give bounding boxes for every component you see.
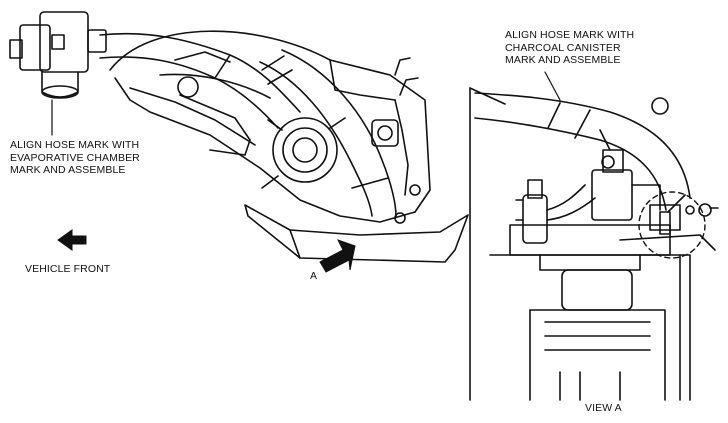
vehicle-front-label: VEHICLE FRONT [25, 263, 111, 275]
left-view-drawing [9, 11, 469, 263]
left-callout-line-3: MARK AND ASSEMBLE [10, 164, 126, 176]
right-callout-line-3: MARK AND ASSEMBLE [505, 54, 621, 66]
charcoal-canister-hose [474, 92, 691, 213]
view-arrow-label: A [310, 270, 318, 282]
right-view-drawing [469, 87, 719, 401]
hose-fittings [515, 97, 719, 251]
right-callout-text: ALIGN HOSE MARK WITH CHARCOAL CANISTER M… [505, 29, 634, 67]
left-callout-line-2: EVAPORATIVE CHAMBER [10, 151, 140, 164]
right-callout-line-1: ALIGN HOSE MARK WITH [505, 29, 635, 41]
right-callout-leader [544, 71, 561, 101]
charcoal-canister [489, 224, 691, 401]
mounting-bracket [244, 204, 469, 263]
evaporative-chamber-body [109, 30, 431, 224]
diagonal-hose [259, 49, 397, 217]
alignment-mark-highlight [638, 191, 706, 259]
left-callout-text: ALIGN HOSE MARK WITH EVAPORATIVE CHAMBER… [10, 139, 140, 177]
right-callout-line-2: CHARCOAL CANISTER [505, 41, 621, 54]
view-a-arrow-icon [319, 239, 356, 273]
evaporative-chamber-connector [9, 11, 107, 99]
left-callout-line-1: ALIGN HOSE MARK WITH [10, 139, 140, 151]
vehicle-front-arrow-icon [57, 229, 87, 251]
view-a-caption: VIEW A [585, 402, 622, 414]
